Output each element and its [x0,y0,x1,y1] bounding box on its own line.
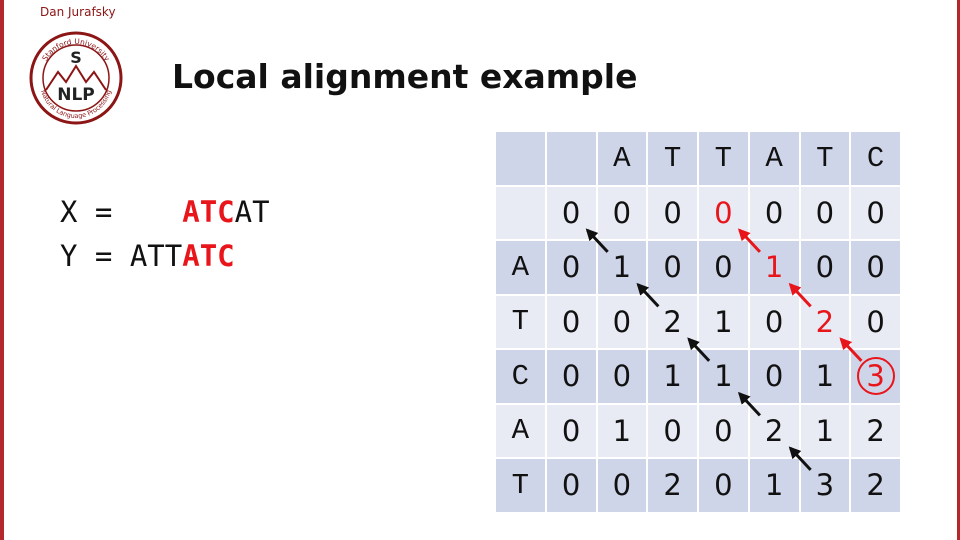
column-header: A [749,132,801,187]
column-header [496,132,547,187]
row-header [496,186,547,241]
row-header: C [496,350,547,405]
author-label: Dan Jurafsky [40,5,116,19]
sequence-x-pad [130,195,182,229]
matrix-cell: 0 [546,295,598,350]
matrix-cell: 2 [648,295,699,350]
right-accent-bar [957,0,960,540]
column-header: T [699,132,750,187]
matrix-cell-value: 3 [856,357,895,396]
sequence-y-highlight: ATC [182,239,235,273]
matrix-cell: 0 [597,459,649,514]
column-header [546,132,598,187]
matrix-cell: 1 [800,350,852,405]
sequence-y-prefix: Y = [60,239,130,273]
matrix-cell: 0 [749,295,801,350]
sequence-x-prefix: X = [60,195,130,229]
svg-text:S: S [70,48,82,67]
matrix-cell: 1 [597,404,649,459]
matrix-cell: 3 [851,350,902,405]
matrix-cell: 1 [597,241,649,296]
matrix-cell: 0 [546,186,598,241]
matrix-cell: 1 [800,404,852,459]
matrix-cell: 2 [648,459,699,514]
matrix-cell: 0 [546,350,598,405]
left-accent-bar [0,0,4,540]
sequence-x: X = ATCAT [60,195,270,229]
svg-text:NLP: NLP [57,85,95,105]
matrix-cell: 0 [800,186,852,241]
matrix-cell: 1 [749,459,801,514]
matrix-cell: 1 [699,295,750,350]
matrix-cell: 0 [699,241,750,296]
matrix-cell: 0 [648,241,699,296]
matrix-cell: 0 [597,186,649,241]
matrix-cell: 0 [699,186,750,241]
column-header: T [648,132,699,187]
matrix-cell: 0 [546,404,598,459]
matrix-cell: 0 [546,241,598,296]
slide-title: Local alignment example [172,57,638,96]
matrix-cell: 0 [546,459,598,514]
sequence-x-rest: AT [234,195,270,229]
matrix-cell: 0 [851,186,902,241]
matrix-cell: 2 [749,404,801,459]
sequence-y-lead: ATT [129,239,183,273]
matrix-cell: 0 [749,186,801,241]
column-header: C [851,132,902,187]
matrix-cell: 2 [851,404,902,459]
stanford-nlp-logo: S NLP Stanford University Natural Langua… [29,31,123,125]
row-header: T [496,295,547,350]
sequence-x-highlight: ATC [182,195,235,229]
column-header: T [800,132,852,187]
matrix-cell: 1 [648,350,699,405]
matrix-cell: 0 [648,186,699,241]
matrix-cell: 0 [851,295,902,350]
sequence-y: Y = ATTATC [60,239,235,273]
matrix-cell: 0 [749,350,801,405]
row-header: T [496,459,547,514]
matrix-cell: 1 [699,350,750,405]
matrix-cell: 0 [699,459,750,514]
matrix-cell: 0 [699,404,750,459]
row-header: A [496,241,547,296]
matrix-cell: 0 [851,241,902,296]
column-header: A [597,132,649,187]
matrix-cell: 0 [648,404,699,459]
matrix-cell: 0 [597,350,649,405]
matrix-cell: 1 [749,241,801,296]
matrix-cell: 2 [851,459,902,514]
matrix-cell: 2 [800,295,852,350]
matrix-cell: 0 [597,295,649,350]
row-header: A [496,404,547,459]
matrix-cell: 0 [800,241,852,296]
matrix-cell: 3 [800,459,852,514]
